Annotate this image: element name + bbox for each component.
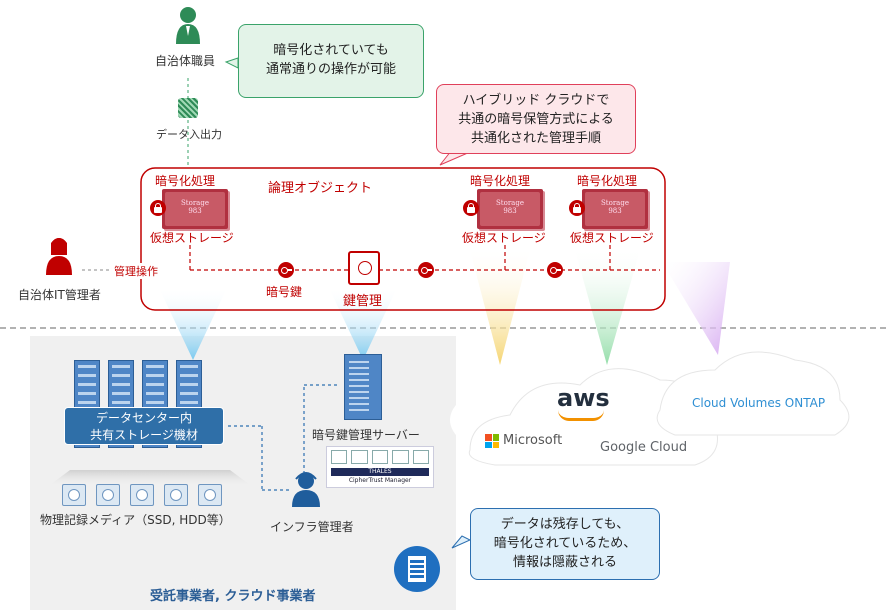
key-mgmt-label: 鍵管理 <box>343 294 383 309</box>
appliance-icon <box>331 450 348 464</box>
media-disk-icon <box>164 484 188 506</box>
key-server-label: 暗号鍵管理サーバー <box>312 428 420 442</box>
storage-text-2: Storage 983 <box>496 199 524 215</box>
media-label: 物理記録メディア（SSD, HDD等） <box>40 513 231 527</box>
beam-green <box>575 250 640 365</box>
appliance-icon <box>351 450 368 464</box>
key-server-icon <box>344 354 382 420</box>
storage-text-1: Storage 983 <box>181 199 209 215</box>
callout-residual-line2: 暗号化されているため、 <box>493 536 637 551</box>
beam-blue-2 <box>330 290 396 360</box>
datacenter-box[interactable]: データセンター内 共有ストレージ機材 <box>64 407 224 445</box>
encrypt-label-1: 暗号化処理 <box>155 174 216 188</box>
microsoft-logo-icon <box>485 434 499 448</box>
mgmt-op-label: 管理操作 <box>114 263 158 279</box>
lock-icon <box>150 200 166 216</box>
encrypt-label-2: 暗号化処理 <box>470 174 531 188</box>
infra-admin-person-icon <box>290 472 322 508</box>
datacenter-line1: データセンター内 <box>95 411 192 425</box>
data-io-icon <box>178 98 198 118</box>
media-disk-icon <box>130 484 154 506</box>
staff-person-icon <box>174 6 202 46</box>
aws-smile-icon <box>558 410 604 421</box>
callout-residual-line3: 情報は隠蔽される <box>512 555 617 570</box>
key-icon <box>278 262 294 278</box>
appliance-icon <box>371 450 389 464</box>
thales-appliance[interactable]: THALES CipherTrust Manager <box>326 446 434 488</box>
virtual-storage-label-3: 仮想ストレージ <box>570 231 654 245</box>
media-disk-icon <box>96 484 120 506</box>
beam-blue-1 <box>160 290 226 360</box>
callout-usability: 暗号化されていても 通常通りの操作が可能 <box>238 24 424 98</box>
staff-label: 自治体職員 <box>155 54 216 68</box>
it-admin-person-icon <box>44 237 74 277</box>
key-icon <box>547 262 563 278</box>
building-icon <box>394 546 440 592</box>
logical-object-title: 論理オブジェクト <box>268 181 373 196</box>
callout-hybrid: ハイブリッド クラウドで 共通の暗号保管方式による 共通化された管理手順 <box>436 84 636 154</box>
aws-logo: aws <box>557 384 610 412</box>
callout-residual: データは残存しても、 暗号化されているため、 情報は隠蔽される <box>470 508 660 580</box>
lock-icon <box>569 200 585 216</box>
encrypt-label-3: 暗号化処理 <box>577 174 638 188</box>
virtual-storage-2[interactable]: Storage 983 <box>477 189 543 229</box>
ciphertrust-label: CipherTrust Manager <box>348 477 412 484</box>
microsoft-label: Microsoft <box>503 433 563 448</box>
infra-admin-label: インフラ管理者 <box>270 520 354 534</box>
beam-purple <box>662 262 730 355</box>
virtual-storage-3[interactable]: Storage 983 <box>582 189 648 229</box>
virtual-storage-label-1: 仮想ストレージ <box>150 231 234 245</box>
it-admin-label: 自治体IT管理者 <box>18 288 101 302</box>
callout-usability-line1: 暗号化されていても <box>273 43 389 58</box>
lock-icon <box>463 200 479 216</box>
callout-hybrid-line2: 共通の暗号保管方式による <box>458 112 614 127</box>
callout-hybrid-line1: ハイブリッド クラウドで <box>462 93 610 108</box>
virtual-storage-1[interactable]: Storage 983 <box>162 189 228 229</box>
footer-label: 受託事業者, クラウド事業者 <box>150 589 316 604</box>
data-io-label: データ入出力 <box>156 128 222 141</box>
storage-text-3: Storage 983 <box>601 199 629 215</box>
datacenter-line2: 共有ストレージ機材 <box>90 428 198 442</box>
ontap-label: Cloud Volumes ONTAP <box>692 396 826 410</box>
media-disk-icon <box>198 484 222 506</box>
thales-logo-bar: THALES <box>331 468 429 476</box>
media-disk-icon <box>62 484 86 506</box>
virtual-storage-label-2: 仮想ストレージ <box>462 231 546 245</box>
google-cloud-label: Google Cloud <box>600 440 688 455</box>
appliance-icon <box>392 450 409 464</box>
key-label: 暗号鍵 <box>266 285 303 299</box>
safe-icon <box>348 251 380 285</box>
key-icon <box>418 262 434 278</box>
callout-usability-line2: 通常通りの操作が可能 <box>265 62 396 77</box>
beam-yellow <box>470 250 530 365</box>
logical-object-box <box>140 167 666 311</box>
callout-hybrid-line3: 共通化された管理手順 <box>470 131 601 146</box>
callout-residual-line1: データは残存しても、 <box>500 517 630 532</box>
appliance-icon <box>412 450 430 464</box>
